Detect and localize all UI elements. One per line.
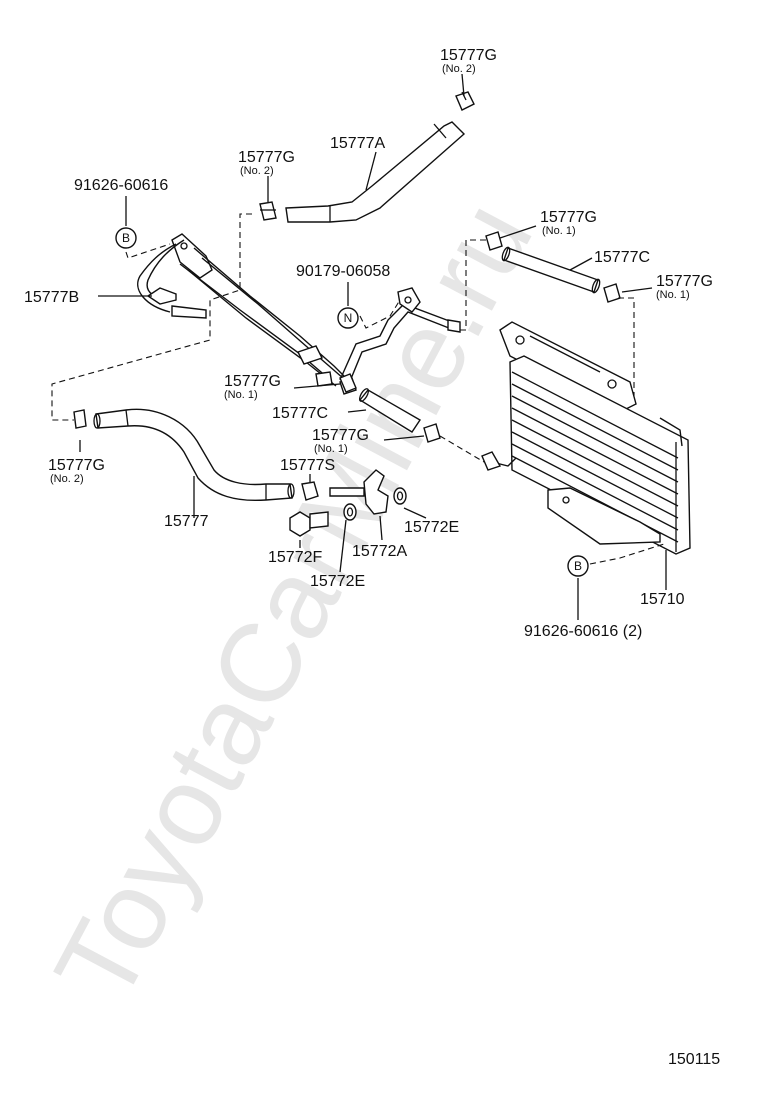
clamp-15777g-mid2 xyxy=(423,423,441,443)
dash-left-clamp xyxy=(51,213,252,421)
label-15777a: 15777A xyxy=(330,135,385,152)
note-15777g-mid: (No. 1) xyxy=(224,389,258,401)
marker-n: N xyxy=(337,307,359,329)
dash-b-bottom xyxy=(589,543,665,565)
note-15777g-left: (No. 2) xyxy=(240,165,274,177)
pipe-with-bracket-n xyxy=(339,287,461,395)
marker-b-bottom: B xyxy=(567,555,589,577)
note-15777g-top: (No. 2) xyxy=(442,63,476,75)
hose-15777c-right xyxy=(501,246,601,294)
note-15777g-r1: (No. 1) xyxy=(542,225,576,237)
clamp-15777g-r1 xyxy=(485,231,503,251)
label-15777b: 15777B xyxy=(24,289,79,306)
svg-text:B: B xyxy=(574,559,582,573)
reference-number: 150115 xyxy=(668,1051,720,1068)
label-15710: 15710 xyxy=(640,591,685,608)
note-15777g-r2: (No. 1) xyxy=(656,289,690,301)
label-15772e-bottom: 15772E xyxy=(310,573,365,590)
label-15772e-right: 15772E xyxy=(404,519,459,536)
clamp-15777g-top xyxy=(455,91,475,111)
pipe-15777b xyxy=(137,233,353,387)
label-91626-bottom: 91626-60616 (2) xyxy=(524,623,642,640)
hose-15777c-mid xyxy=(358,388,421,433)
dash-mid2 xyxy=(439,435,485,463)
label-15777g-mid2: 15777G xyxy=(312,427,369,444)
label-15777g-mid: 15777G xyxy=(224,373,281,390)
oil-cooler-15710 xyxy=(481,321,691,555)
union-15772a xyxy=(329,469,389,515)
label-15777g-bl: 15777G xyxy=(48,457,105,474)
clamp-15777g-mid xyxy=(339,373,357,393)
washer-15772e-b xyxy=(343,503,357,521)
dash-r2 xyxy=(618,297,635,396)
dash-b-top xyxy=(125,243,171,259)
clip-15777s xyxy=(301,481,319,501)
washer-15772e-r xyxy=(393,487,407,505)
dash-r1 xyxy=(460,239,486,331)
label-90179: 90179-06058 xyxy=(296,263,390,280)
label-15777c-mid: 15777C xyxy=(272,405,328,422)
hose-15777a xyxy=(285,121,466,223)
svg-text:N: N xyxy=(344,311,353,325)
marker-b-top: B xyxy=(115,227,137,249)
clamp-15777g-r2 xyxy=(603,283,621,303)
label-15777g-r2: 15777G xyxy=(656,273,713,290)
label-15777: 15777 xyxy=(164,513,209,530)
label-15777g-left: 15777G xyxy=(238,149,295,166)
label-15772f: 15772F xyxy=(268,549,322,566)
label-15777c-right: 15777C xyxy=(594,249,650,266)
hose-15777 xyxy=(93,408,295,502)
label-91626-top: 91626-60616 xyxy=(74,177,168,194)
clamp-15777g-left xyxy=(259,201,277,221)
label-15772a: 15772A xyxy=(352,543,407,560)
bolt-15772f xyxy=(289,511,329,537)
watermark: ToyotaCarMine.ru xyxy=(31,182,556,1021)
label-15777s: 15777S xyxy=(280,457,335,474)
note-15777g-bl: (No. 2) xyxy=(50,473,84,485)
label-15777g-top: 15777G xyxy=(440,47,497,64)
label-15777g-r1: 15777G xyxy=(540,209,597,226)
note-15777g-mid2: (No. 1) xyxy=(314,443,348,455)
svg-text:B: B xyxy=(122,231,130,245)
clamp-15777g-bl xyxy=(73,409,87,429)
